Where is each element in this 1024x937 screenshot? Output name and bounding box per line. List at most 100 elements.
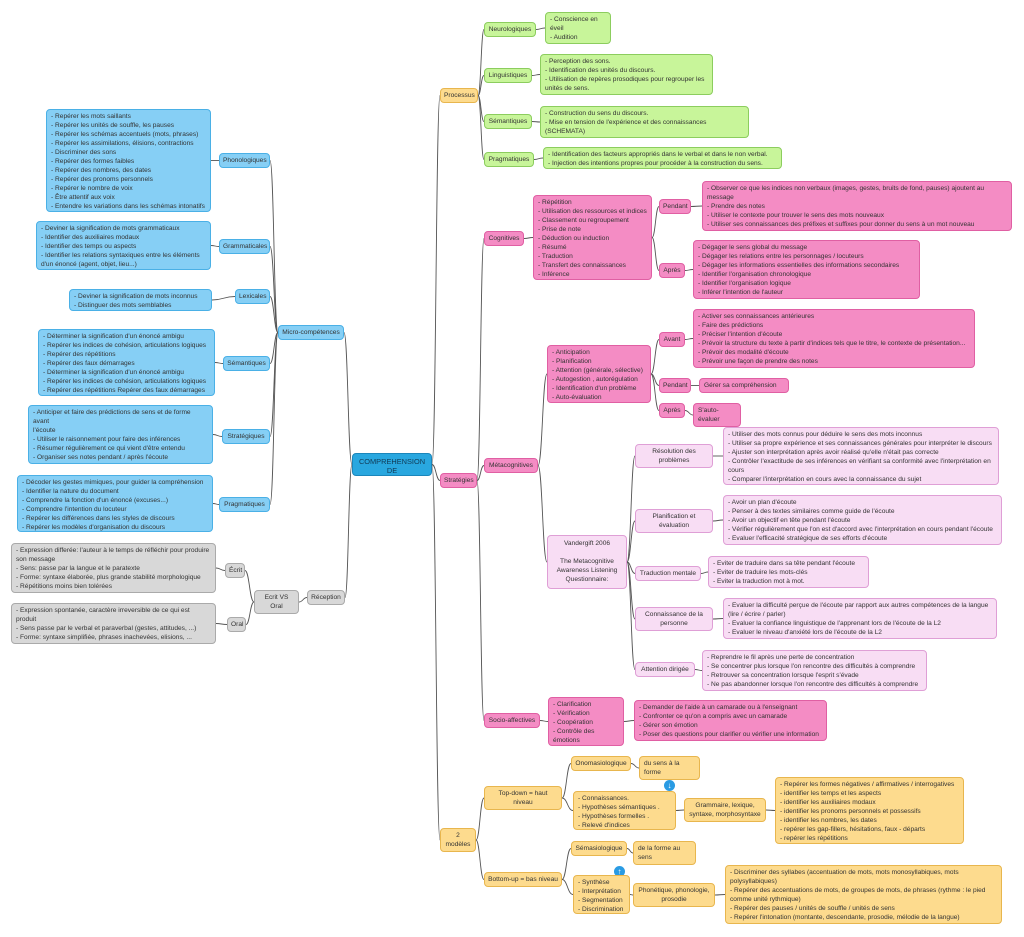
- connector-vandergrift-connaissance-to-vandergrift-connaissance-detail: [712, 618, 724, 620]
- bottom-up-synthese: - Synthèse - Interprétation - Segmentati…: [573, 875, 630, 914]
- connector-central-topic-to-topic-2-modeles: [431, 464, 441, 841]
- topic-strategies[interactable]: Stratégies: [440, 473, 477, 488]
- onomasiologique[interactable]: Onomasiologique: [571, 756, 631, 771]
- phonetique-phonologie-detail: - Discriminer des syllabes (accentuation…: [725, 865, 1002, 924]
- connector-topic-strategies-to-topic-socio-affectives: [476, 480, 485, 721]
- connector-socio-affectives-detail-to-socio-affectives-examples: [623, 720, 635, 722]
- vandergrift-resolution[interactable]: Résolution des problèmes: [635, 444, 713, 468]
- micro-pragmatiques-detail: - Décoder les gestes mimiques, pour guid…: [17, 475, 213, 532]
- central-topic[interactable]: COMPREHENSION DE L'ORAL: [352, 453, 432, 476]
- topic-neurologiques[interactable]: Neurologiques: [484, 22, 536, 37]
- connector-metacognitives-avant-to-metacognitives-avant-detail: [684, 338, 694, 340]
- connector-ecrit-vs-oral-to-reception-oral: [245, 601, 255, 625]
- connector-micro-semantiques-to-micro-semantiques-detail: [214, 362, 224, 364]
- reception-ecrit-detail: - Expression differée: l'auteur à le tem…: [11, 543, 216, 593]
- topic-socio-affectives[interactable]: Socio-affectives: [484, 713, 540, 728]
- connector-metacognitives-apres-to-metacognitives-apres-detail: [684, 410, 694, 416]
- topic-cognitives[interactable]: Cognitives: [484, 231, 524, 246]
- connector-central-topic-to-topic-processus: [431, 95, 441, 465]
- topic-metacognitives[interactable]: Métacognitives: [484, 458, 538, 473]
- micro-pragmatiques[interactable]: Pragmatiques: [219, 497, 270, 512]
- ecrit-vs-oral[interactable]: Ecrit VS Oral: [254, 590, 299, 614]
- semasiologique[interactable]: Sémasiologique: [571, 841, 627, 856]
- connector-reception-oral-to-reception-oral-detail: [215, 623, 228, 625]
- topic-top-down[interactable]: Top-down = haut niveau: [484, 786, 562, 810]
- connector-vandergrift-questionnaire-to-vandergrift-attention: [626, 561, 636, 670]
- connector-central-topic-to-topic-micro-competences: [343, 332, 353, 465]
- neurologiques-detail: - Conscience en éveil - Audition - Atten…: [545, 12, 611, 44]
- micro-semantiques[interactable]: Sémantiques: [223, 356, 270, 371]
- connector-micro-strategiques-to-micro-strategiques-detail: [212, 434, 223, 437]
- micro-semantiques-detail: - Déterminer la signification d'un énonc…: [38, 329, 215, 396]
- cognitives-pendant[interactable]: Pendant: [659, 199, 691, 214]
- connector-topic-2-modeles-to-topic-top-down: [475, 797, 485, 841]
- metacognitives-apres[interactable]: Après: [659, 403, 685, 418]
- connector-topic-pragmatiques-processus-to-pragmatiques-processus-detail: [533, 157, 544, 160]
- connector-topic-processus-to-topic-neurologiques: [477, 29, 485, 96]
- topic-semantiques-processus[interactable]: Sémantiques: [484, 114, 532, 129]
- connector-topic-micro-competences-to-micro-strategiques: [269, 332, 279, 437]
- vandergrift-planification[interactable]: Planification et évaluation: [635, 509, 713, 533]
- micro-strategiques[interactable]: Stratégiques: [222, 429, 270, 444]
- connector-reception-ecrit-to-reception-ecrit-detail: [215, 567, 226, 571]
- cognitives-apres[interactable]: Après: [659, 263, 685, 278]
- topic-linguistiques[interactable]: Linguistiques: [484, 68, 532, 83]
- vandergrift-connaissance[interactable]: Connaissance de la personne: [635, 607, 713, 631]
- topic-pragmatiques-processus[interactable]: Pragmatiques: [484, 152, 534, 167]
- semantiques-processus-detail: - Construction du sens du discours. - Mi…: [540, 106, 749, 138]
- connector-vandergrift-questionnaire-to-vandergrift-resolution: [626, 455, 636, 563]
- connector-topic-reception-to-ecrit-vs-oral: [298, 597, 308, 603]
- connector-cognitives-pendant-to-cognitives-pendant-detail: [690, 205, 703, 207]
- arrow-down-icon: ↓: [664, 780, 675, 791]
- vandergrift-attention[interactable]: Attention dirigée: [635, 662, 695, 677]
- reception-oral-detail: - Expression spontanée, caractère irreve…: [11, 603, 216, 644]
- connector-topic-strategies-to-topic-metacognitives: [476, 465, 485, 481]
- connector-topic-micro-competences-to-micro-semantiques: [269, 332, 279, 364]
- connector-topic-micro-competences-to-micro-grammaticales: [269, 246, 279, 333]
- connector-top-down-hypotheses-to-grammaire-lexique: [675, 809, 685, 811]
- connector-vandergrift-traduction-to-vandergrift-traduction-detail: [700, 571, 709, 574]
- connector-vandergrift-questionnaire-to-vandergrift-connaissance: [626, 561, 636, 620]
- topic-processus[interactable]: Processus: [440, 88, 478, 103]
- connector-topic-micro-competences-to-micro-pragmatiques: [269, 332, 279, 505]
- micro-lexicales[interactable]: Lexicales: [235, 289, 270, 304]
- micro-phonologiques[interactable]: Phonologiques: [219, 153, 270, 168]
- connector-topic-socio-affectives-to-socio-affectives-detail: [539, 720, 549, 722]
- arrow-up-icon: ↑: [614, 866, 625, 877]
- pragmatiques-processus-detail: - Identification des facteurs appropriés…: [543, 147, 782, 169]
- connector-central-topic-to-topic-strategies: [431, 464, 441, 481]
- socio-affectives-examples: - Demander de l'aide à un camarade ou à …: [634, 700, 827, 741]
- vandergrift-questionnaire[interactable]: Vandergift 2006 The Metacognitive Awaren…: [547, 535, 627, 589]
- connector-topic-strategies-to-topic-cognitives: [476, 238, 485, 481]
- connector-cognitives-detail-to-cognitives-apres: [651, 237, 660, 271]
- connector-topic-top-down-to-onomasiologique: [561, 763, 572, 799]
- connector-vandergrift-attention-to-vandergrift-attention-detail: [694, 669, 703, 671]
- phonetique-phonologie[interactable]: Phonétique, phonologie, prosodie: [633, 883, 715, 907]
- vandergrift-traduction[interactable]: Traduction mentale: [635, 566, 701, 581]
- grammaire-lexique[interactable]: Grammaire, lexique, syntaxe, morphosynta…: [684, 798, 766, 822]
- topic-micro-competences[interactable]: Micro-compétences: [278, 325, 344, 340]
- micro-grammaticales-detail: - Deviner la signification de mots gramm…: [36, 221, 211, 270]
- topic-bottom-up[interactable]: Bottom-up = bas niveau: [484, 872, 562, 887]
- micro-grammaticales[interactable]: Grammaticales: [219, 239, 270, 254]
- topic-2-modeles[interactable]: 2 modèles: [440, 828, 476, 852]
- connector-cognitives-detail-to-cognitives-pendant: [651, 206, 660, 238]
- cognitives-apres-detail: - Dégager le sens global du message - Dé…: [693, 240, 920, 299]
- reception-oral[interactable]: Oral: [227, 617, 246, 632]
- vandergrift-connaissance-detail: - Evaluer la difficulté perçue de l'écou…: [723, 598, 997, 639]
- metacognitives-pendant[interactable]: Pendant: [659, 378, 691, 393]
- connector-micro-pragmatiques-to-micro-pragmatiques-detail: [212, 503, 220, 505]
- connector-bottom-up-synthese-to-phonetique-phonologie: [629, 894, 634, 896]
- metacognitives-avant[interactable]: Avant: [659, 332, 685, 347]
- connector-semasiologique-to-semasiologique-detail: [626, 848, 634, 854]
- reception-ecrit[interactable]: Écrit: [225, 563, 245, 578]
- micro-phonologiques-detail: - Repérer les mots saillants - Repérer l…: [46, 109, 211, 212]
- connector-vandergrift-questionnaire-to-vandergrift-planification: [626, 520, 636, 563]
- metacognitives-apres-detail: S'auto-évaluer: [693, 403, 741, 427]
- connector-cognitives-apres-to-cognitives-apres-detail: [684, 269, 694, 271]
- connector-phonetique-phonologie-to-phonetique-phonologie-detail: [714, 894, 726, 896]
- connector-central-topic-to-topic-reception: [344, 464, 353, 598]
- topic-reception[interactable]: Réception: [307, 590, 345, 605]
- connector-grammaire-lexique-to-grammaire-lexique-detail: [765, 809, 776, 811]
